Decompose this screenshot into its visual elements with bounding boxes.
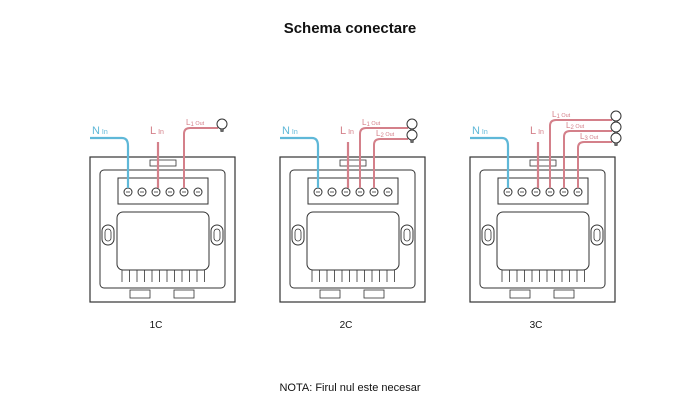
panel-caption-2c: 2C — [339, 320, 353, 331]
terminal-block — [497, 177, 589, 205]
bottom-tab — [319, 289, 341, 299]
panel-caption-3c: 3C — [529, 320, 543, 331]
live-label: L In — [150, 125, 164, 137]
output-label-1: L1 Out — [552, 110, 571, 120]
live-label: L In — [340, 125, 354, 137]
bulb-glass — [406, 129, 418, 141]
center-module — [496, 211, 590, 271]
top-tab — [339, 159, 367, 167]
terminal-block — [117, 177, 209, 205]
bottom-tab — [553, 289, 575, 299]
switch-panel-1c: N In L In L1 Out — [89, 118, 236, 303]
output-label-2: L2 Out — [376, 129, 395, 139]
neutral-wire — [90, 136, 130, 188]
output-label-3: L3 Out — [580, 132, 599, 142]
bottom-tab — [173, 289, 195, 299]
bulb-base — [220, 129, 224, 132]
panel-caption-1c: 1C — [149, 320, 163, 331]
center-module — [116, 211, 210, 271]
live-label: L In — [530, 125, 544, 137]
neutral-wire — [470, 136, 510, 188]
output-label-2: L2 Out — [566, 121, 585, 131]
neutral-label: N In — [282, 125, 298, 137]
screw-hole — [213, 228, 221, 242]
bulb-glass — [610, 110, 622, 122]
output-wire-2 — [373, 138, 408, 188]
bulb-glass — [406, 118, 418, 130]
bottom-tab — [363, 289, 385, 299]
neutral-label: N In — [92, 125, 108, 137]
neutral-wire — [280, 136, 320, 188]
bottom-tab — [129, 289, 151, 299]
lamp-bulb-icon — [610, 132, 622, 146]
bottom-tab — [509, 289, 531, 299]
diagram-title: Schema conectare — [283, 20, 417, 37]
lamp-bulb-icon — [216, 118, 228, 132]
neutral-label: N In — [472, 125, 488, 137]
top-tab — [529, 159, 557, 167]
bulb-glass — [610, 132, 622, 144]
screw-hole — [593, 228, 601, 242]
output-label-1: L1 Out — [186, 118, 205, 128]
screw-hole — [484, 228, 492, 242]
lamp-bulb-icon — [406, 129, 418, 143]
output-wire-1 — [549, 119, 612, 188]
output-wire-3 — [577, 141, 612, 188]
bulb-base — [410, 140, 414, 143]
screw-hole — [403, 228, 411, 242]
output-label-1: L1 Out — [362, 118, 381, 128]
bulb-glass — [610, 121, 622, 133]
screw-hole — [104, 228, 112, 242]
output-wire-1 — [183, 127, 218, 188]
footer-note: NOTA: Firul nul este necesar — [279, 382, 421, 394]
terminal-block — [307, 177, 399, 205]
top-tab — [149, 159, 177, 167]
output-wire-2 — [563, 130, 612, 188]
center-module — [306, 211, 400, 271]
bulb-base — [614, 143, 618, 146]
screw-hole — [294, 228, 302, 242]
output-wire-1 — [359, 127, 408, 188]
bulb-glass — [216, 118, 228, 130]
